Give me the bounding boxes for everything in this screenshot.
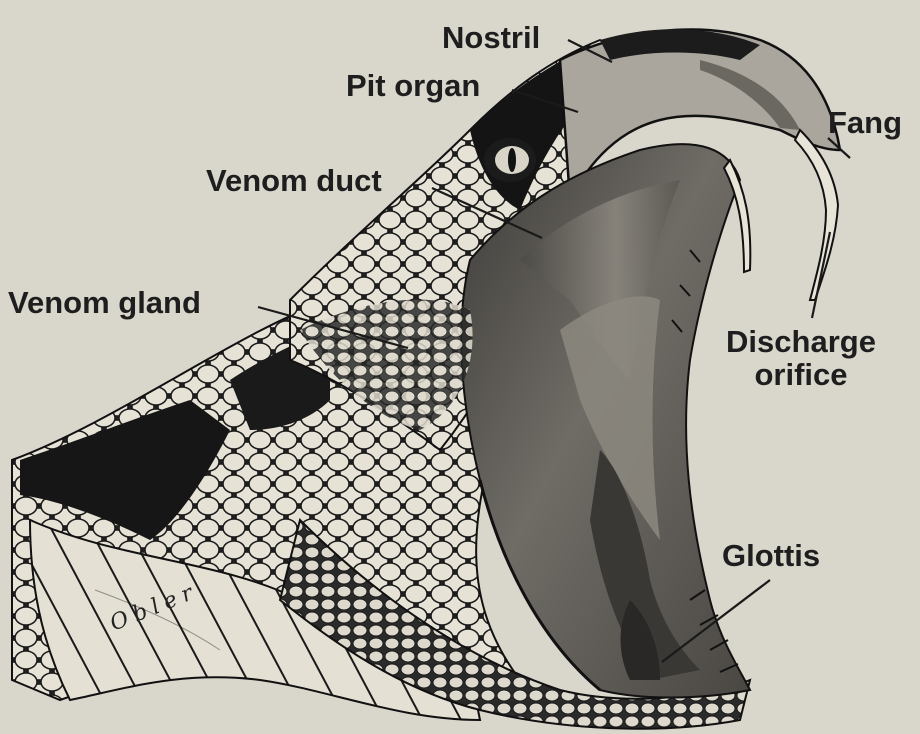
label-fang: Fang: [828, 107, 902, 140]
label-discharge-orifice: Discharge orifice: [706, 326, 896, 391]
label-pit-organ: Pit organ: [346, 70, 480, 103]
fang: [795, 130, 838, 300]
label-discharge-line1: Discharge: [706, 326, 896, 359]
label-venom-gland: Venom gland: [8, 287, 201, 320]
leader-discharge-orifice: [812, 232, 830, 318]
label-venom-duct: Venom duct: [206, 165, 382, 198]
label-discharge-line2: orifice: [706, 359, 896, 392]
label-nostril: Nostril: [442, 22, 540, 55]
label-glottis: Glottis: [722, 540, 820, 573]
